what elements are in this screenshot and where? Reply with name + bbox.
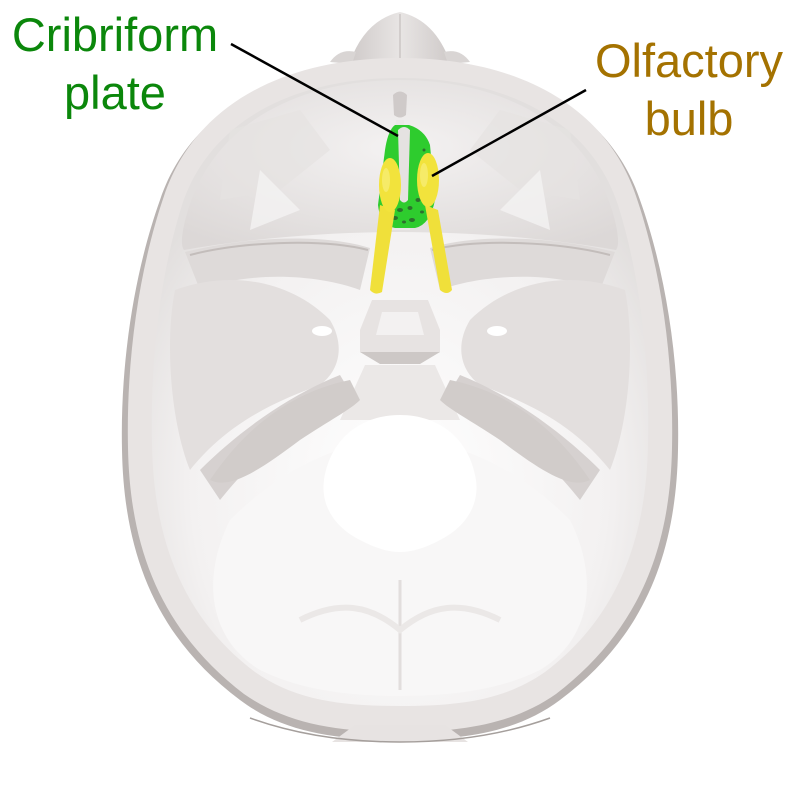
olfactory-bulbs	[370, 153, 452, 294]
foramen-magnum	[323, 415, 477, 552]
sphenoid-ridge	[185, 238, 615, 290]
olfactory-leader-line	[431, 88, 587, 178]
sella-turcica	[312, 300, 507, 364]
petrous-ridge	[210, 380, 590, 483]
cribriform-label-line2: plate	[64, 66, 166, 119]
posterior-cranial-fossa	[213, 440, 587, 696]
olfactory-label-line1: Olfactory	[594, 34, 784, 87]
cribriform-label-line1: Cribriform	[11, 8, 219, 61]
cribriform-plate-label: Cribriform plate	[6, 6, 224, 122]
olfactory-label-line2: bulb	[644, 92, 734, 145]
clivus	[340, 365, 460, 420]
optic-foramen-left	[312, 326, 332, 336]
olfactory-bulb-label: Olfactory bulb	[586, 32, 792, 148]
cribriform-leader-line	[230, 42, 399, 138]
occipital-rim	[249, 717, 551, 743]
nasal-bone	[330, 12, 470, 64]
optic-foramen-right	[487, 326, 507, 336]
